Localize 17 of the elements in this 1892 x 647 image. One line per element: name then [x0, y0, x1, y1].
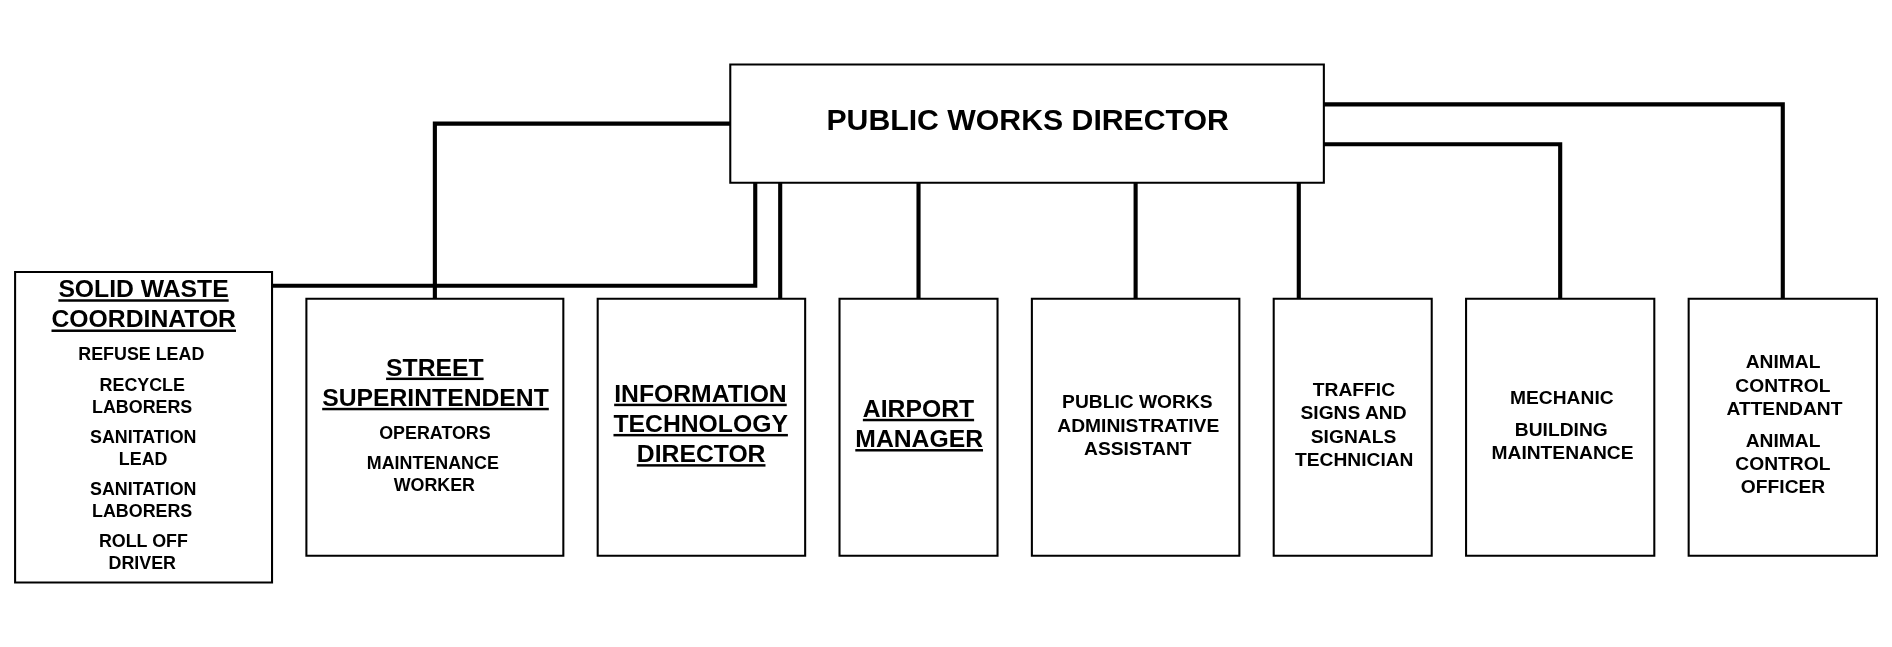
node-box: AIRPORT MANAGER: [838, 297, 999, 557]
connector: [272, 183, 758, 288]
node-box: PUBLIC WORKS DIRECTOR: [729, 63, 1325, 184]
node-box: SOLID WASTE COORDINATOR REFUSE LEAD RECYCLE LABORERS SANITATION LEAD SANITATION LABORERS ROLL OFF DRIVER: [14, 270, 274, 584]
node-box: ANIMAL CONTROL ATTENDANT ANIMAL CONTROL OFFICER: [1687, 297, 1878, 557]
node-box: STREET SUPERINTENDENT OPERATORS MAINTENANCE WORKER: [305, 297, 565, 557]
connector: [1324, 102, 1785, 299]
connector: [1296, 182, 1301, 299]
connector: [916, 182, 921, 299]
node-box: PUBLIC WORKS ADMINISTRATIVE ASSISTANT: [1030, 297, 1241, 557]
connector: [1324, 142, 1563, 299]
node-box: TRAFFIC SIGNS AND SIGNALS TECHNICIAN: [1272, 297, 1433, 557]
node-box: INFORMATION TECHNOLOGY DIRECTOR: [596, 297, 807, 557]
node-box: MECHANIC BUILDING MAINTENANCE: [1465, 297, 1656, 557]
connector: [1133, 182, 1138, 299]
connector: [778, 182, 783, 299]
connector: [432, 121, 731, 299]
